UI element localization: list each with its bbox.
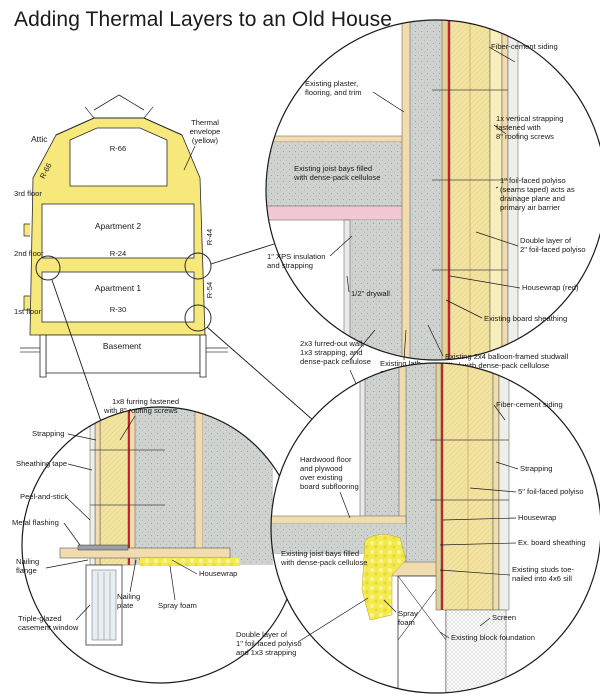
- detail-circle-window: [35, 255, 61, 281]
- u-drywall: 1/2" drywall: [351, 289, 390, 298]
- u-xps-2: and strapping: [267, 261, 313, 270]
- l-spray-1: Spray: [398, 609, 418, 618]
- w-nailing-1: Nailing: [16, 557, 39, 566]
- r-wall-lower: R-54: [205, 282, 214, 298]
- m-furred-3: dense-pack cellulose: [300, 357, 371, 366]
- r-floor2: R-24: [110, 249, 126, 258]
- w-plate-2: plate: [117, 601, 133, 610]
- l-joist-2: with dense-pack cellulose: [280, 558, 368, 567]
- m-stud-2: filled with dense-pack cellulose: [445, 361, 549, 370]
- l-joist-1: Existing joist bays filled: [281, 549, 359, 558]
- u-foil-3: drainage plane and: [500, 194, 565, 203]
- l-spray-2: foam: [398, 618, 415, 627]
- apartment-1-room: [41, 271, 195, 323]
- w-nailing-2: flange: [16, 566, 37, 575]
- u-strap-2: fastened with: [496, 123, 541, 132]
- u-joist-1: Existing joist bays filled: [294, 164, 372, 173]
- w-spray: Spray foam: [158, 601, 197, 610]
- u-joist-2: with dense-pack cellulose: [293, 173, 381, 182]
- w-strapping: Strapping: [32, 429, 65, 438]
- u-foil-2: (seams taped) acts as: [500, 185, 575, 194]
- w-furring-2: with 8" roofing screws: [103, 406, 178, 415]
- u-strap-1: 1x vertical strapping: [496, 114, 564, 123]
- apartment-1-label: Apartment 1: [95, 283, 142, 293]
- l-strapping: Strapping: [520, 464, 553, 473]
- l-hardwood-2: and plywood: [300, 464, 343, 473]
- u-foil-4: primary air barrier: [500, 203, 560, 212]
- w-peel: Peel-and-stick: [20, 492, 68, 501]
- floor-markers: Attic 3rd floor 2nd floor 1st floor: [14, 134, 48, 316]
- house-section: Attic 3rd floor 2nd floor 1st floor R-66…: [14, 94, 228, 378]
- w-window-1: Triple-glazed: [18, 614, 62, 623]
- envelope-label-1: Thermal: [191, 118, 219, 127]
- upper-wall-detail: Fiber-cement siding Existing plaster, fl…: [265, 19, 600, 361]
- r-floor1: R-30: [110, 305, 126, 314]
- l-hardwood-3: over existing: [300, 473, 343, 482]
- l-studs-2: nailed into 4x6 sill: [512, 574, 572, 583]
- floor1-label: 1st floor: [14, 307, 41, 316]
- lower-wall-detail: Fiber-cement siding Hardwood floor and p…: [236, 362, 600, 694]
- m-furred-2: 1x3 strapping, and: [300, 348, 362, 357]
- basement-room: [45, 334, 201, 374]
- apartment-2-room: [41, 203, 195, 259]
- m-lath-1: Existing lath: [380, 359, 421, 368]
- r-roof: R-66: [110, 144, 126, 153]
- floor2-label: 2nd floor: [14, 249, 44, 258]
- u-board-sheathing: Existing board sheathing: [484, 314, 567, 323]
- l-double-3: and 1x3 strapping: [236, 648, 296, 657]
- u-xps-1: 1" XPS insulation: [267, 252, 325, 261]
- l-foil5: 5" foil-faced polyiso: [518, 487, 584, 496]
- u-double-2: 2" foil-faced polyiso: [520, 245, 586, 254]
- window-detail: 1x8 furring fastened with 8" roofing scr…: [12, 397, 299, 684]
- r-wall-upper: R-44: [205, 229, 214, 245]
- w-tape: Sheathing tape: [16, 459, 67, 468]
- l-double-2: 1" foil-faced polyiso: [236, 639, 302, 648]
- w-window-2: casement window: [18, 623, 79, 632]
- envelope-label-2: envelope: [190, 127, 221, 136]
- u-plaster-1: Existing plaster,: [305, 79, 358, 88]
- attic-room: [69, 127, 168, 187]
- l-studs-1: Existing studs toe-: [512, 565, 575, 574]
- l-hardwood-4: board subflooring: [300, 482, 359, 491]
- detail-circle-lower: [184, 304, 212, 332]
- m-furred-1: 2x3 furred-out wall,: [300, 339, 365, 348]
- u-fiber-cement: Fiber-cement siding: [491, 42, 558, 51]
- l-housewrap: Housewrap: [518, 513, 556, 522]
- u-strap-3: 8" roofing screws: [496, 132, 554, 141]
- u-foil-1: 1" foil-faced polyiso: [500, 176, 566, 185]
- l-ex-board: Ex. board sheathing: [518, 538, 586, 547]
- apartment-2-label: Apartment 2: [95, 221, 142, 231]
- w-flashing: Metal flashing: [12, 518, 59, 527]
- l-double-1: Double layer of: [236, 630, 288, 639]
- basement-label: Basement: [103, 341, 142, 351]
- detail-circle-upper: [184, 252, 212, 280]
- l-hardwood-1: Hardwood floor: [300, 455, 352, 464]
- connector-lines: [51, 243, 323, 431]
- w-furring-1: 1x8 furring fastened: [112, 397, 179, 406]
- envelope-label-3: (yellow): [192, 136, 219, 145]
- l-screen: Screen: [492, 613, 516, 622]
- attic-label: Attic: [31, 134, 48, 144]
- w-plate-1: Nailing: [117, 592, 140, 601]
- l-fiber-cement: Fiber-cement siding: [496, 400, 563, 409]
- w-housewrap: Housewrap: [199, 569, 237, 578]
- u-plaster-2: flooring, and trim: [305, 88, 362, 97]
- page-title: Adding Thermal Layers to an Old House: [14, 8, 393, 31]
- u-double-1: Double layer of: [520, 236, 572, 245]
- m-stud-1: Existing 2x4 balloon-framed studwall: [445, 352, 569, 361]
- floor3-label: 3rd floor: [14, 189, 42, 198]
- l-block: Existing block foundation: [451, 633, 535, 642]
- u-housewrap: Housewrap (red): [522, 283, 579, 292]
